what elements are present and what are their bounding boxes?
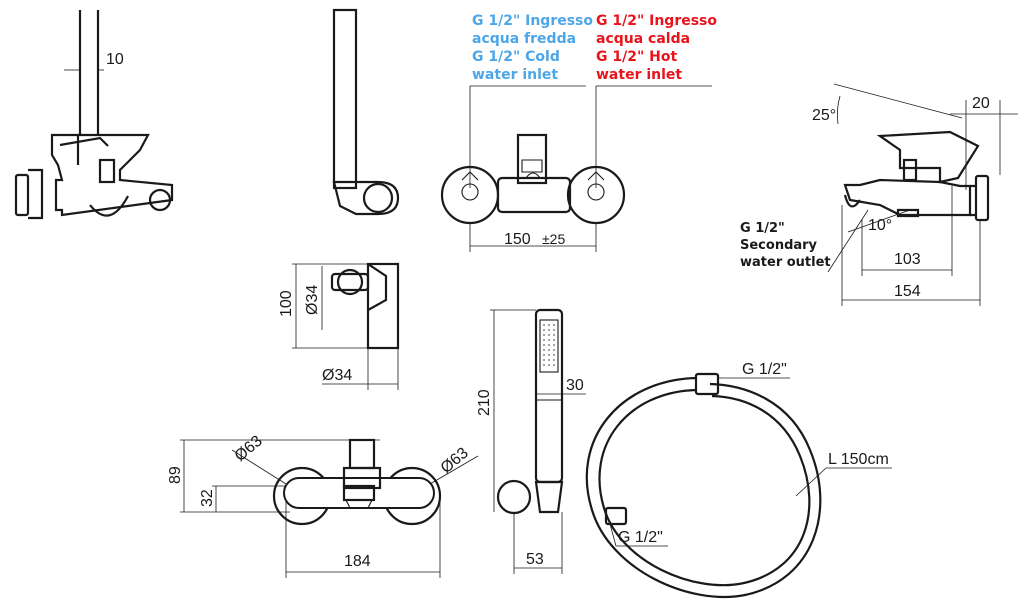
hot-inlet-label-it-2: acqua calda xyxy=(596,31,690,47)
dim-210-label: 210 xyxy=(476,389,493,416)
hand-shower-view: 210 30 53 xyxy=(476,308,586,574)
secondary-outlet-label-1: G 1/2" xyxy=(740,221,785,236)
hose-top-fitting-label: G 1/2" xyxy=(742,361,787,378)
dim-103-label: 103 xyxy=(894,251,921,268)
dim-184-label: 184 xyxy=(344,553,371,570)
dim-53-label: 53 xyxy=(526,551,544,568)
dim-20-label: 20 xyxy=(972,95,990,112)
front-view-inlets: G 1/2" Ingresso acqua fredda G 1/2" Cold… xyxy=(440,13,717,252)
secondary-outlet-label-3: water outlet xyxy=(740,255,831,270)
hose-view: G 1/2" G 1/2" L 150cm xyxy=(585,361,892,599)
cold-inlet-label-en-1: G 1/2" Cold xyxy=(472,49,560,65)
dim-89-label: 89 xyxy=(167,466,184,484)
hot-inlet-label-en-2: water inlet xyxy=(596,67,682,83)
cold-inlet-label-it-2: acqua fredda xyxy=(472,31,576,47)
dim-150-label: 150 xyxy=(504,231,531,248)
dim-diameter-34-horizontal-label: Ø34 xyxy=(322,367,352,384)
dim-diameter-34-vertical-label: Ø34 xyxy=(304,285,321,315)
hose-length-label: L 150cm xyxy=(828,451,889,468)
dim-100-label: 100 xyxy=(278,290,295,317)
hand-shower-bar-view xyxy=(332,8,400,216)
hot-inlet-label-en-1: G 1/2" Hot xyxy=(596,49,677,65)
side-view-right: 25° 20 10° G 1/2" Secondary water outlet… xyxy=(740,83,1018,306)
dim-10-label: 10 xyxy=(106,51,124,68)
dim-25-degree-label: 25° xyxy=(812,107,836,124)
front-bottom-view: 89 32 Ø63 Ø63 184 xyxy=(167,433,479,578)
dim-150-tolerance-label: ±25 xyxy=(542,231,565,247)
dim-154-label: 154 xyxy=(894,283,921,300)
dim-32-label: 32 xyxy=(199,489,216,507)
dim-diameter-63-right-label: Ø63 xyxy=(438,445,472,478)
cold-inlet-label-it-1: G 1/2" Ingresso xyxy=(472,13,593,29)
diverter-view: 100 Ø34 Ø34 xyxy=(278,262,400,390)
dim-10-degree-label: 10° xyxy=(868,217,892,234)
cold-inlet-label-en-2: water inlet xyxy=(472,67,558,83)
secondary-outlet-label-2: Secondary xyxy=(740,238,818,253)
dim-30-label: 30 xyxy=(566,377,584,394)
hot-inlet-label-it-1: G 1/2" Ingresso xyxy=(596,13,717,29)
side-view-left: 10 xyxy=(14,10,174,220)
hose-bottom-fitting-label: G 1/2" xyxy=(618,529,663,546)
